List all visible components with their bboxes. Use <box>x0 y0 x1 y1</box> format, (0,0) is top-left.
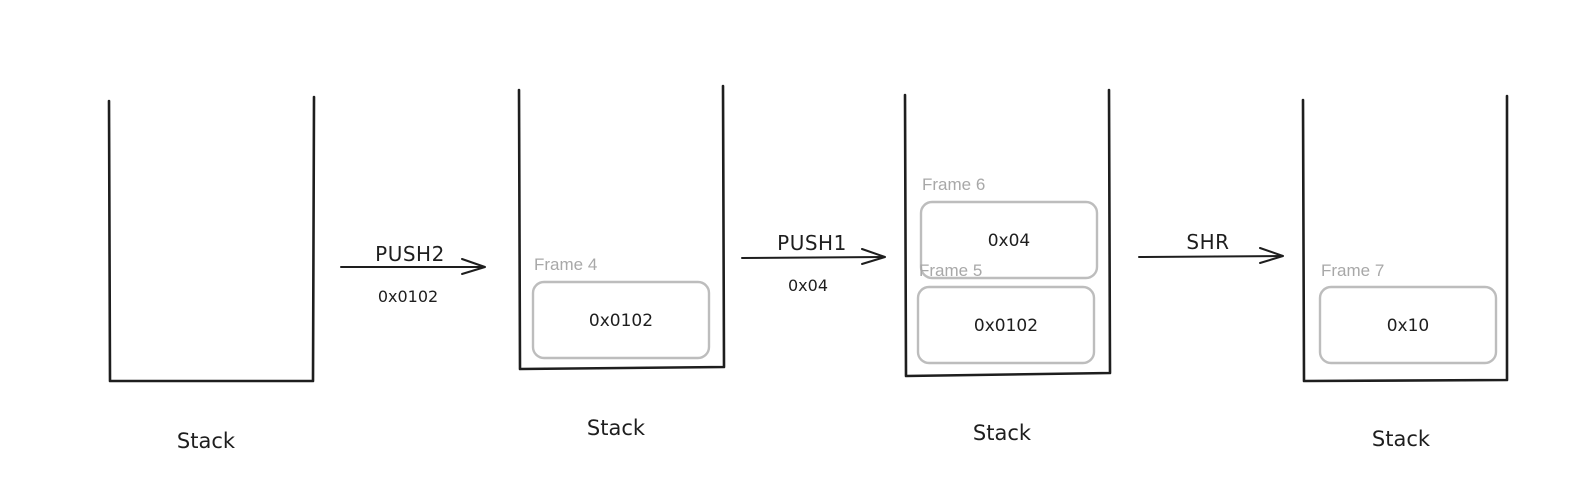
stack-2-container <box>517 84 726 371</box>
frame-5-box <box>916 285 1096 365</box>
stack-3: Frame 6 0x04 Frame 5 0x0102 Stack <box>903 88 1112 445</box>
frame-4-label: Frame 4 <box>534 255 597 274</box>
stack-4: Frame 7 0x10 Stack <box>1301 94 1509 451</box>
frame-7-box <box>1318 285 1498 365</box>
stack-2-label: Stack <box>587 416 646 440</box>
stack-1: Stack <box>107 95 316 453</box>
arrow-shr-head <box>1259 247 1284 264</box>
stack-3-container <box>903 88 1112 378</box>
frame-7-value: 0x10 <box>1387 316 1430 336</box>
arrow-push1: PUSH1 0x04 <box>741 231 886 295</box>
arrow-push2-head <box>461 258 486 275</box>
operation-shr-label: SHR <box>1186 230 1229 254</box>
arrow-shr: SHR <box>1138 230 1284 264</box>
frame-7-label: Frame 7 <box>1321 261 1384 280</box>
operation-push2-label: PUSH2 <box>375 242 445 266</box>
operation-push2-arg: 0x0102 <box>378 287 438 306</box>
operation-push1-label: PUSH1 <box>777 231 847 255</box>
frame-6-value: 0x04 <box>988 231 1031 251</box>
arrow-push2: PUSH2 0x0102 <box>340 242 486 306</box>
frame-4-value: 0x0102 <box>589 311 653 331</box>
operation-push1-arg: 0x04 <box>788 276 828 295</box>
stack-1-container <box>107 95 316 383</box>
frame-5-label: Frame 5 <box>919 261 982 280</box>
stack-4-container <box>1301 94 1509 383</box>
stack-3-label: Stack <box>973 421 1032 445</box>
stack-1-label: Stack <box>177 429 236 453</box>
frame-6-label: Frame 6 <box>922 175 985 194</box>
frame-5-value: 0x0102 <box>974 316 1038 336</box>
arrow-push1-head <box>861 248 886 265</box>
arrow-shr-line <box>1138 255 1283 258</box>
stack-2: Frame 4 0x0102 Stack <box>517 84 726 440</box>
arrow-push1-line <box>741 256 885 259</box>
stack-4-label: Stack <box>1372 427 1431 451</box>
frame-4-box <box>531 280 711 360</box>
frame-6-box <box>919 200 1099 280</box>
